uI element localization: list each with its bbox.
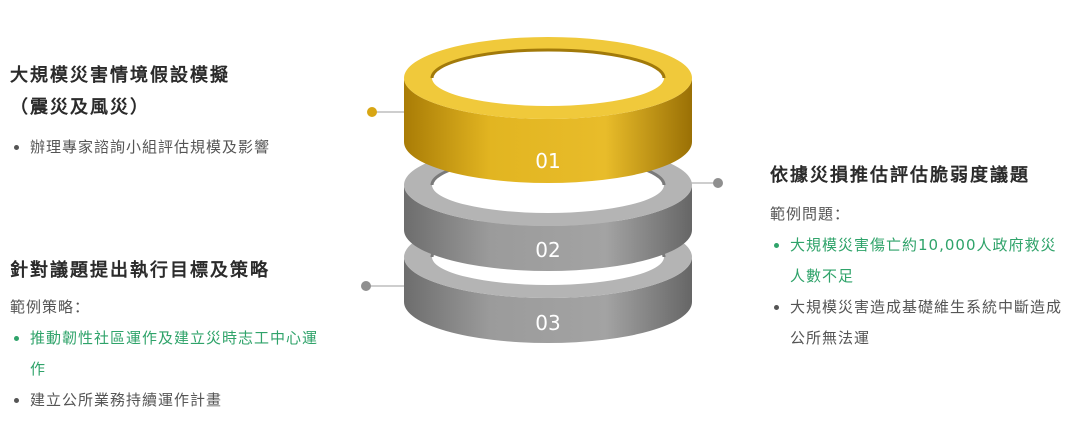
left-bottom-title: 針對議題提出執行目標及策略 [10, 260, 270, 281]
bullet-item: 建立公所業務持續運作計畫 [10, 385, 325, 416]
ring-label-01: 01 [535, 149, 560, 173]
left-bottom-block: 針對議題提出執行目標及策略 範例策略： 推動韌性社區運作及建立災時志工中心運作建… [10, 255, 330, 416]
left-top-block: 大規模災害情境假設模擬 （震災及風災） 辦理專家諮詢小組評估規模及影響 [10, 60, 330, 163]
right-block: 依據災損推估評估脆弱度議題 範例問題： 大規模災害傷亡約10,000人政府救災人… [770, 160, 1070, 354]
right-title: 依據災損推估評估脆弱度議題 [770, 165, 1030, 186]
bullet-item: 辦理專家諮詢小組評估規模及影響 [10, 132, 315, 163]
connector-ring-03 [361, 281, 410, 291]
ring-01 [404, 37, 692, 183]
right-subtitle: 範例問題： [770, 205, 851, 223]
connector-dot-gray [713, 178, 723, 188]
connector-dot-gold [367, 107, 377, 117]
ring-label-02: 02 [535, 238, 560, 262]
left-bottom-subtitle: 範例策略： [10, 298, 91, 316]
right-bullets: 大規模災害傷亡約10,000人政府救災人數不足大規模災害造成基礎維生系統中斷造成… [770, 230, 1070, 354]
bullet-item: 推動韌性社區運作及建立災時志工中心運作 [10, 323, 325, 385]
left-top-title-line2: （震災及風災） [10, 97, 150, 118]
ring-label-03: 03 [535, 311, 560, 335]
bullet-item: 大規模災害傷亡約10,000人政府救災人數不足 [770, 230, 1070, 292]
left-bottom-bullets: 推動韌性社區運作及建立災時志工中心運作建立公所業務持續運作計畫 [10, 323, 325, 416]
left-top-bullets: 辦理專家諮詢小組評估規模及影響 [10, 132, 315, 163]
left-top-title-line1: 大規模災害情境假設模擬 [10, 65, 230, 86]
connector-dot-gray [361, 281, 371, 291]
bullet-item: 大規模災害造成基礎維生系統中斷造成公所無法運 [770, 292, 1070, 354]
